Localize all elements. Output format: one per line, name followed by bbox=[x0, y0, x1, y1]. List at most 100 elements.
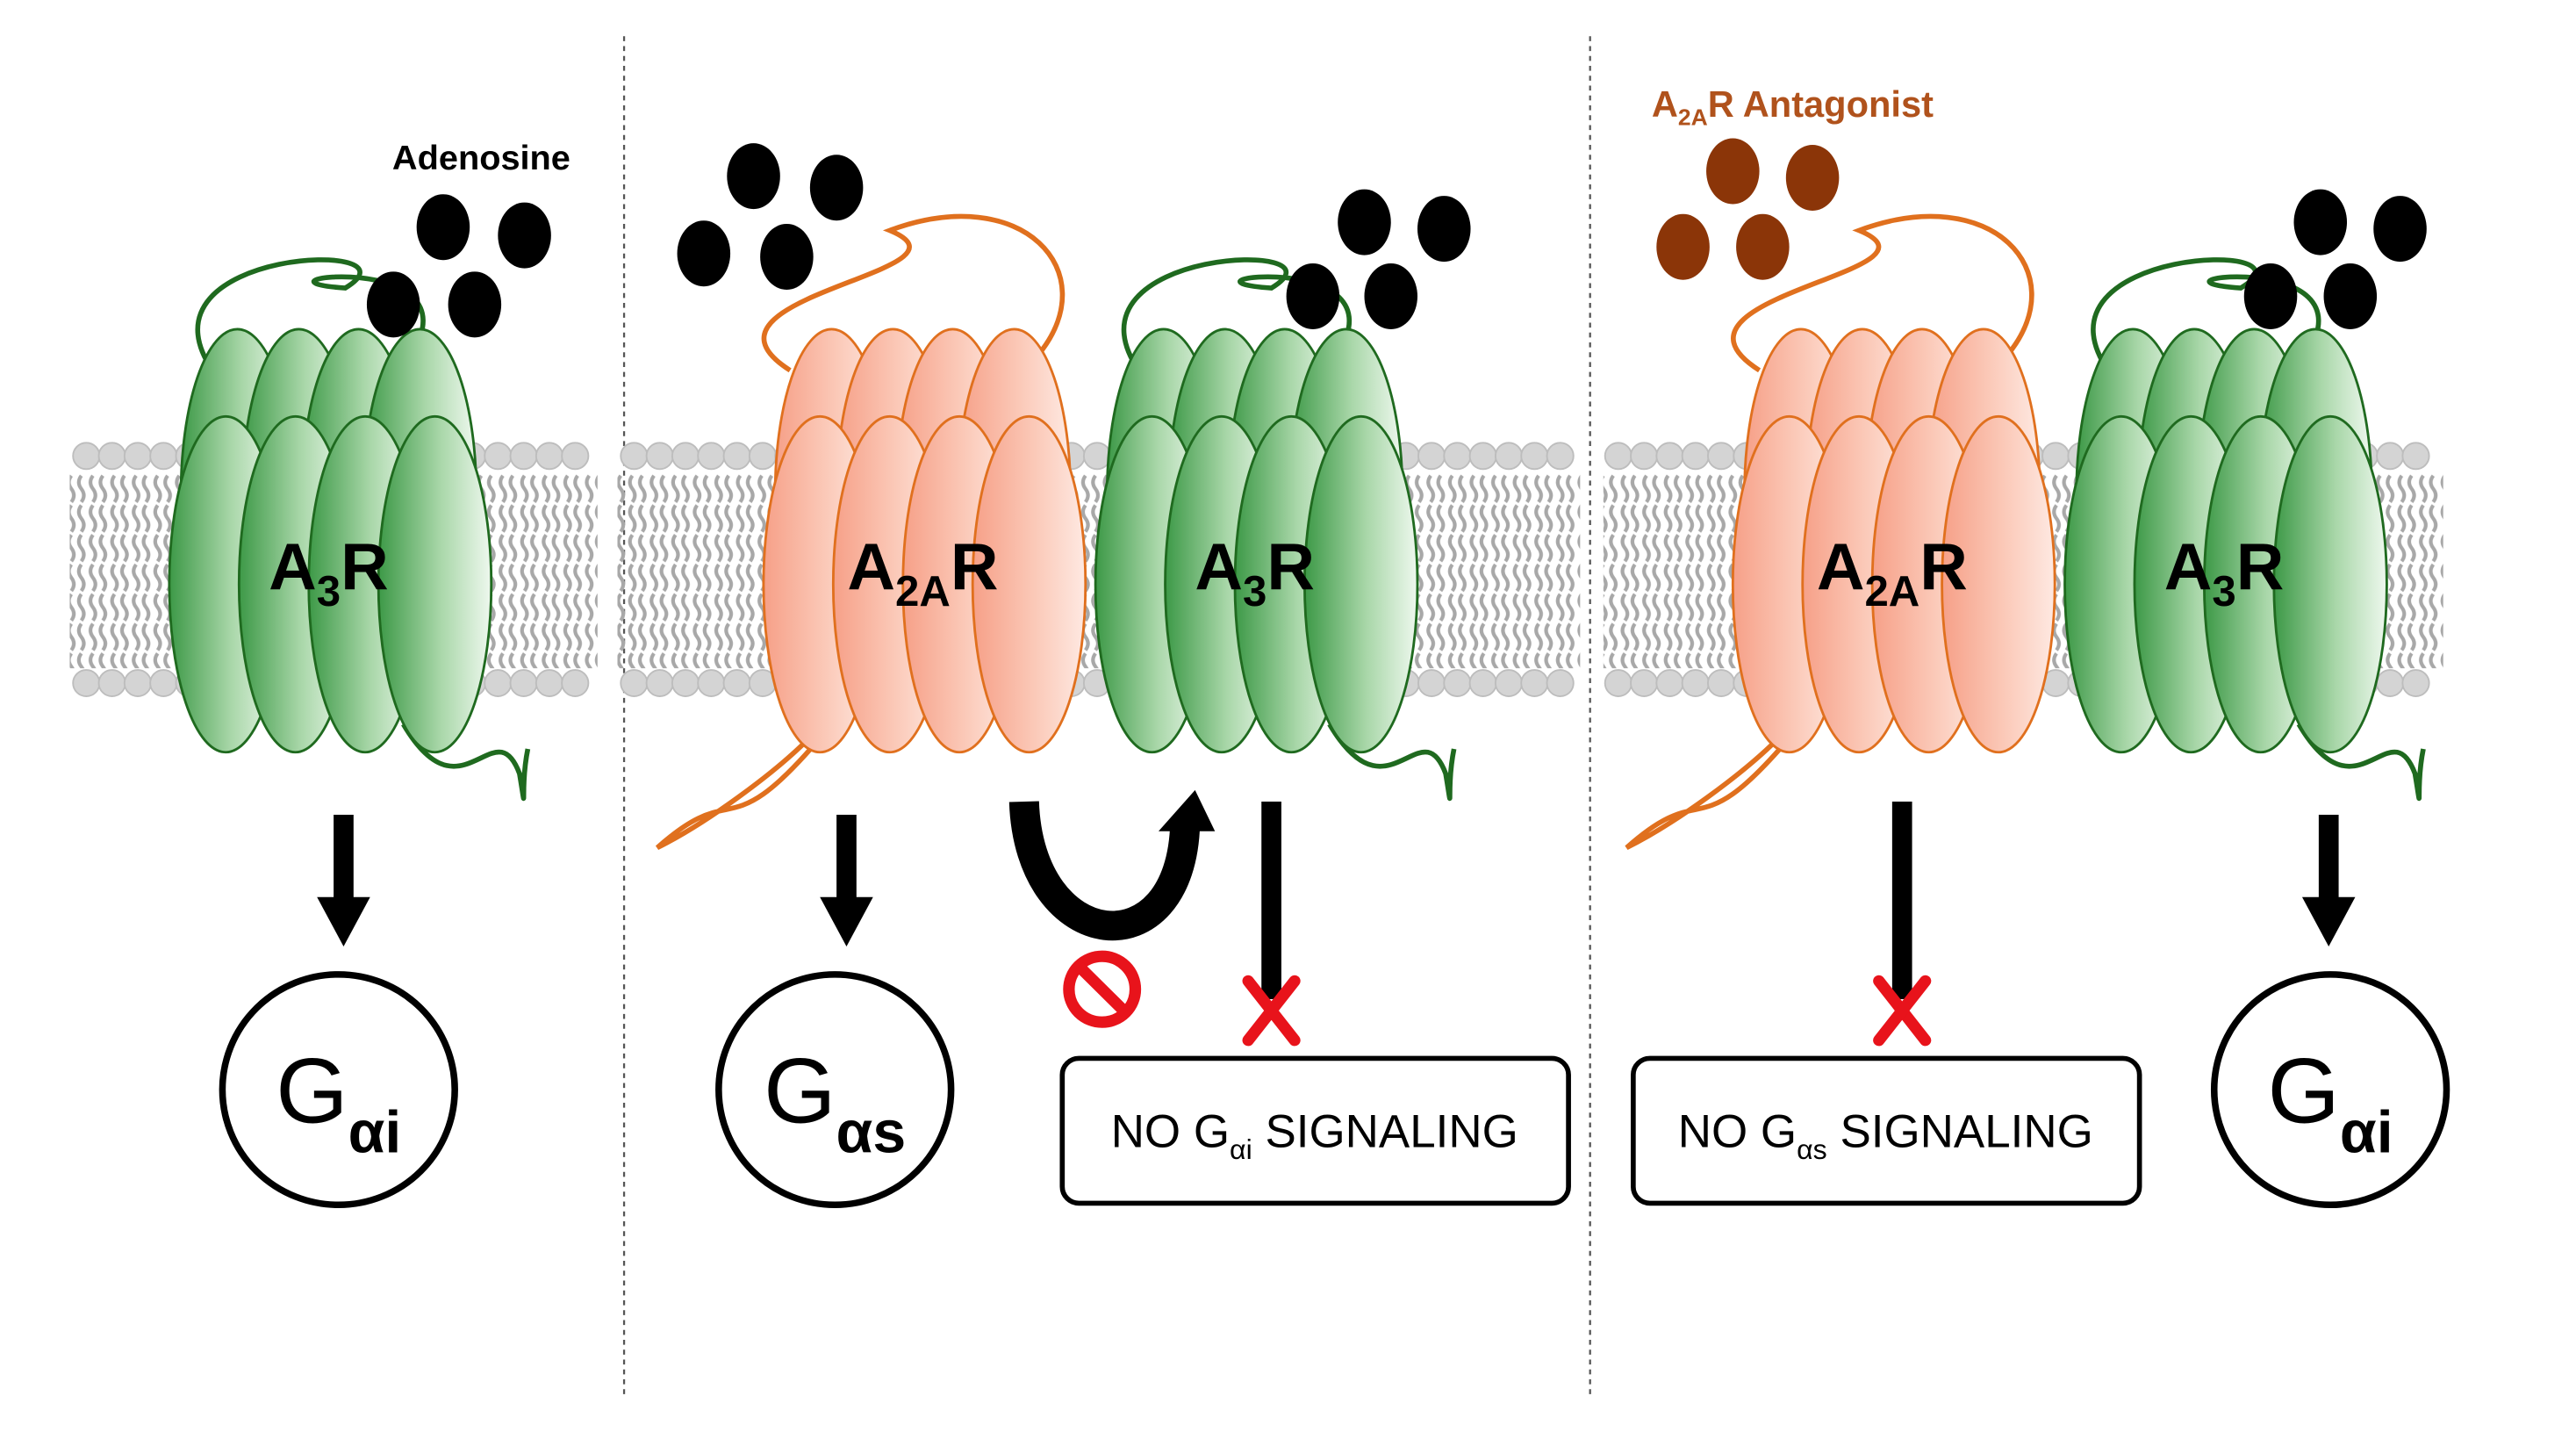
lipid-head bbox=[645, 669, 674, 697]
svg-text:NO Gαs SIGNALING: NO Gαs SIGNALING bbox=[1678, 1106, 2093, 1165]
lipid-head bbox=[72, 442, 101, 471]
lipid-head bbox=[1546, 669, 1575, 697]
block-x-mark-panel-3 bbox=[1873, 975, 1932, 1047]
lipid-head bbox=[2376, 442, 2405, 471]
receptor-loop bbox=[401, 723, 531, 802]
transmembrane-helix bbox=[1941, 414, 2056, 754]
lipid-head bbox=[535, 669, 564, 697]
lipid-head bbox=[1546, 442, 1575, 471]
arrow-panel-3-blocked bbox=[1891, 801, 1912, 999]
lipid-head bbox=[1681, 669, 1710, 697]
crosstalk-curved-arrow bbox=[1008, 789, 1216, 941]
receptor-loop bbox=[2296, 723, 2426, 802]
svg-text:NO Gαi SIGNALING: NO Gαi SIGNALING bbox=[1111, 1106, 1518, 1165]
lipid-head bbox=[1604, 442, 1632, 471]
transmembrane-helix bbox=[1302, 414, 1419, 754]
lipid-head bbox=[620, 669, 649, 697]
adenosine-cluster-panel-2-right bbox=[1286, 189, 1471, 329]
arrow-panel-2-blocked bbox=[1261, 801, 1281, 999]
adenosine-label: Adenosine bbox=[392, 139, 570, 177]
antagonist-cluster bbox=[1656, 138, 1840, 280]
panel1-a3r-receptor: A3R bbox=[168, 257, 531, 802]
prohibition-icon bbox=[1063, 950, 1142, 1028]
lipid-head bbox=[722, 442, 751, 471]
lipid-head bbox=[1630, 442, 1659, 471]
lipid-head bbox=[671, 669, 700, 697]
lipid-head bbox=[1604, 669, 1632, 697]
lipid-head bbox=[620, 442, 649, 471]
lipid-head bbox=[1520, 442, 1549, 471]
svg-text:Gαi: Gαi bbox=[276, 1040, 401, 1165]
lipid-head bbox=[1655, 442, 1684, 471]
arrow-panel-3-down bbox=[2301, 814, 2356, 946]
lipid-head bbox=[509, 442, 538, 471]
lipid-head bbox=[2041, 442, 2070, 471]
gprotein-panel-1-gai: Gαi bbox=[219, 971, 458, 1209]
receptor-loop bbox=[1327, 723, 1457, 802]
lipid-head bbox=[123, 442, 153, 471]
panel3-a3r-receptor: A3R bbox=[2063, 257, 2426, 802]
block-x-mark-panel-2 bbox=[1242, 975, 1301, 1047]
lipid-head bbox=[561, 669, 590, 697]
no-gai-signaling-box: NO Gαi SIGNALING bbox=[1059, 1055, 1571, 1206]
lipid-head bbox=[1707, 442, 1736, 471]
lipid-head bbox=[149, 442, 178, 471]
lipid-head bbox=[671, 442, 700, 471]
arrow-panel-1-down bbox=[317, 814, 370, 946]
receptor-loop bbox=[1625, 723, 1804, 850]
lipid-head bbox=[72, 669, 101, 697]
panel2-a3r-label: A3R bbox=[1195, 529, 1315, 615]
lipid-head bbox=[1520, 669, 1549, 697]
transmembrane-helix bbox=[377, 414, 493, 754]
lipid-head bbox=[123, 669, 153, 697]
lipid-head bbox=[1417, 669, 1446, 697]
lipid-head bbox=[1630, 669, 1659, 697]
svg-text:Gαs: Gαs bbox=[764, 1040, 906, 1165]
lipid-head bbox=[722, 669, 751, 697]
no-gas-signaling-box: NO Gαs SIGNALING bbox=[1631, 1055, 2142, 1206]
lipid-head bbox=[1468, 669, 1497, 697]
lipid-head bbox=[2401, 669, 2430, 697]
lipid-head bbox=[645, 442, 674, 471]
arrow-panel-2-down-gas bbox=[820, 814, 873, 946]
lipid-head bbox=[1443, 669, 1472, 697]
lipid-head bbox=[1082, 442, 1112, 471]
gprotein-panel-2-gas: Gαs bbox=[715, 971, 955, 1209]
receptor-loop bbox=[655, 723, 834, 850]
lipid-head bbox=[1443, 442, 1472, 471]
lipid-head bbox=[1417, 442, 1446, 471]
transmembrane-helix bbox=[2272, 414, 2388, 754]
panel2-a2ar-receptor: A2AR bbox=[655, 213, 1087, 850]
svg-text:Gαi: Gαi bbox=[2268, 1040, 2393, 1165]
panel1-a3r-label: A3R bbox=[269, 529, 389, 615]
lipid-head bbox=[97, 442, 126, 471]
lipid-head bbox=[1681, 442, 1710, 471]
lipid-head bbox=[484, 669, 513, 697]
panel3-a2ar-receptor: A2AR bbox=[1625, 213, 2056, 850]
receptor-loop bbox=[1731, 213, 2034, 373]
panel3-a2ar-label: A2AR bbox=[1817, 529, 1968, 615]
adenosine-cluster-panel-3 bbox=[2243, 189, 2427, 329]
panel2-a3r-receptor: A3R bbox=[1094, 257, 1457, 802]
lipid-head bbox=[1655, 669, 1684, 697]
lipid-head bbox=[149, 669, 178, 697]
lipid-head bbox=[748, 442, 778, 471]
lipid-head bbox=[509, 669, 538, 697]
lipid-head bbox=[1494, 669, 1524, 697]
lipid-head bbox=[697, 669, 726, 697]
lipid-head bbox=[535, 442, 564, 471]
lipid-head bbox=[2401, 442, 2430, 471]
lipid-head bbox=[97, 669, 126, 697]
receptor-loop bbox=[761, 213, 1066, 373]
lipid-head bbox=[1707, 669, 1736, 697]
adenosine-cluster-panel-1 bbox=[366, 194, 551, 338]
adenosine-cluster-panel-2-left bbox=[677, 143, 864, 290]
transmembrane-helix bbox=[971, 414, 1087, 754]
panel3-a3r-label: A3R bbox=[2164, 529, 2285, 615]
lipid-head bbox=[484, 442, 513, 471]
lipid-head bbox=[1494, 442, 1524, 471]
lipid-head bbox=[697, 442, 726, 471]
antagonist-label: A2AR Antagonist bbox=[1652, 84, 1934, 130]
